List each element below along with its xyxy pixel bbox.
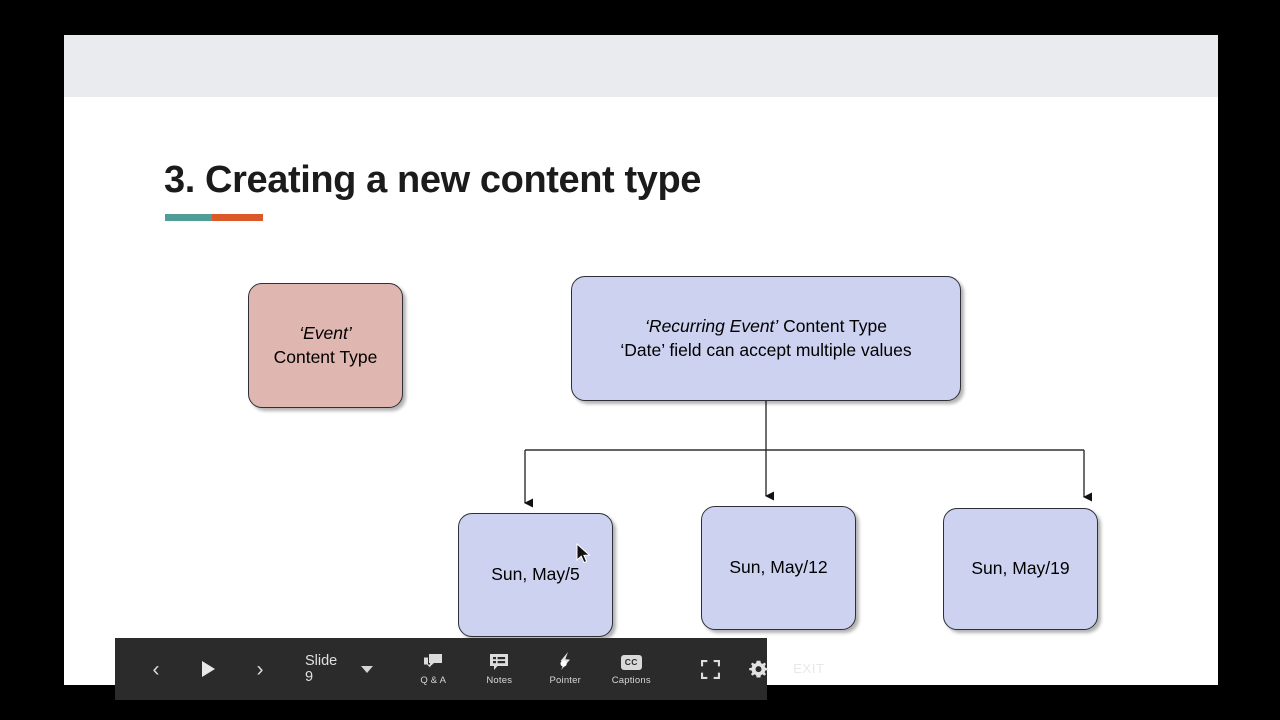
qa-chat-icon bbox=[423, 652, 443, 672]
mouse-cursor bbox=[576, 543, 591, 564]
exit-fullscreen-button[interactable] bbox=[697, 656, 723, 682]
closed-captions-icon: CC bbox=[620, 652, 642, 672]
right-controls-group: EXIT bbox=[687, 656, 824, 682]
node-recurring-line1-emphasis: ‘Recurring Event’ bbox=[645, 316, 779, 337]
node-date-3-label: Sun, May/19 bbox=[971, 558, 1070, 579]
notes-label: Notes bbox=[486, 675, 513, 686]
node-event-line1: ‘Event’ bbox=[299, 323, 352, 344]
chevron-left-icon: ‹ bbox=[152, 657, 160, 681]
next-slide-button[interactable]: › bbox=[247, 656, 273, 682]
chevron-down-icon bbox=[361, 665, 374, 673]
node-date-2[interactable]: Sun, May/12 bbox=[701, 506, 856, 630]
pointer-button[interactable]: Pointer bbox=[541, 652, 589, 686]
notes-button[interactable]: Notes bbox=[475, 652, 523, 686]
node-event-content-type[interactable]: ‘Event’ Content Type bbox=[248, 283, 403, 408]
chevron-right-icon: › bbox=[256, 657, 264, 681]
notes-icon bbox=[490, 652, 509, 672]
captions-button[interactable]: CC Captions bbox=[607, 652, 655, 686]
exit-label: EXIT bbox=[793, 661, 825, 676]
exit-button[interactable]: EXIT bbox=[793, 660, 824, 678]
qa-label: Q & A bbox=[420, 675, 447, 686]
rule-segment-teal bbox=[165, 214, 212, 221]
presentation-top-bar bbox=[64, 35, 1218, 97]
title-underline-rule bbox=[165, 214, 263, 221]
presentation-control-bar: ‹ › Slide 9 Q & A bbox=[115, 638, 824, 700]
previous-slide-button[interactable]: ‹ bbox=[143, 656, 169, 682]
node-recurring-event-content-type[interactable]: ‘Recurring Event’ Content Type ‘Date’ fi… bbox=[571, 276, 961, 401]
node-date-1[interactable]: Sun, May/5 bbox=[458, 513, 613, 637]
slide-selector[interactable]: Slide 9 bbox=[301, 653, 377, 685]
node-date-3[interactable]: Sun, May/19 bbox=[943, 508, 1098, 630]
content-type-diagram: ‘Event’ Content Type ‘Recurring Event’ C… bbox=[64, 97, 1218, 685]
node-event-line2: Content Type bbox=[273, 346, 378, 367]
pointer-bolt-icon bbox=[557, 652, 573, 672]
settings-button[interactable] bbox=[745, 656, 771, 682]
play-icon bbox=[201, 661, 215, 677]
qa-button[interactable]: Q & A bbox=[409, 652, 457, 686]
cc-glyph: CC bbox=[620, 654, 642, 670]
page-title: 3. Creating a new content type bbox=[164, 159, 701, 201]
node-date-1-label: Sun, May/5 bbox=[491, 564, 580, 585]
slide-number-label: Slide 9 bbox=[305, 653, 338, 685]
node-recurring-line2: ‘Date’ field can accept multiple values bbox=[620, 339, 912, 360]
pointer-label: Pointer bbox=[549, 675, 581, 686]
rule-segment-orange bbox=[212, 214, 263, 221]
captions-label: Captions bbox=[611, 675, 651, 686]
node-date-2-label: Sun, May/12 bbox=[729, 557, 828, 578]
navigation-group: ‹ › bbox=[115, 638, 273, 700]
gear-icon bbox=[748, 660, 768, 677]
play-button[interactable] bbox=[195, 656, 221, 682]
slide-canvas: 3. Creating a new content type bbox=[64, 97, 1218, 685]
exit-fullscreen-icon bbox=[700, 659, 720, 679]
tools-group: Q & A Notes bbox=[405, 652, 659, 686]
presentation-window: 3. Creating a new content type bbox=[64, 35, 1218, 685]
node-recurring-line1-rest: Content Type bbox=[778, 316, 887, 337]
